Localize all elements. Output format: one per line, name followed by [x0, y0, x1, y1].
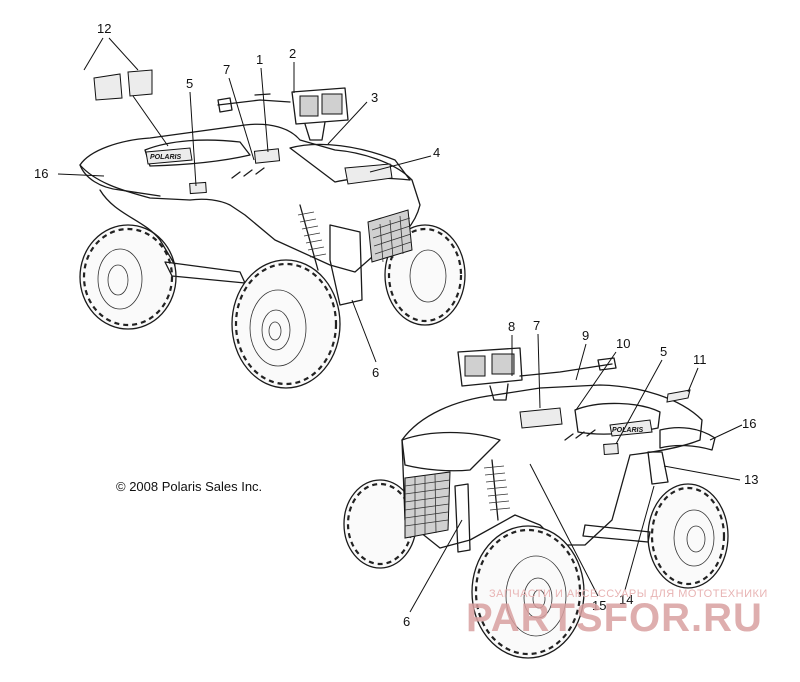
callout-6-bottom: 6	[403, 614, 410, 629]
callout-8: 8	[508, 319, 515, 334]
callout-1: 1	[256, 52, 263, 67]
callout-12: 12	[97, 21, 111, 36]
callout-7-bottom: 7	[533, 318, 540, 333]
callout-5-top: 5	[186, 76, 193, 91]
callout-11: 11	[693, 352, 707, 367]
callout-7-top: 7	[223, 62, 230, 77]
callout-16-bottom: 16	[742, 416, 756, 431]
callout-16-top: 16	[34, 166, 48, 181]
callout-3: 3	[371, 90, 378, 105]
callout-5-bottom: 5	[660, 344, 667, 359]
callout-10: 10	[616, 336, 630, 351]
leader-lines	[57, 37, 743, 613]
atv-bottom: POLARIS	[343, 347, 729, 659]
callout-4: 4	[433, 145, 440, 160]
callout-14: 14	[619, 592, 633, 607]
callout-9: 9	[582, 328, 589, 343]
callout-15: 15	[592, 598, 606, 613]
watermark-tagline: ЗАПЧАСТИ И АКСЕССУАРЫ ДЛЯ МОТОТЕХНИКИ	[489, 588, 768, 600]
polaris-decal-text-bottom: POLARIS	[612, 427, 643, 434]
callout-2: 2	[289, 46, 296, 61]
callout-13: 13	[744, 472, 758, 487]
copyright-notice: © 2008 Polaris Sales Inc.	[116, 479, 263, 494]
polaris-decal-text-top: POLARIS	[150, 154, 181, 161]
watermark-logo: PARTSFOR.RU	[466, 596, 763, 640]
callout-6-top: 6	[372, 365, 379, 380]
atv-top: POLARIS	[79, 69, 466, 389]
